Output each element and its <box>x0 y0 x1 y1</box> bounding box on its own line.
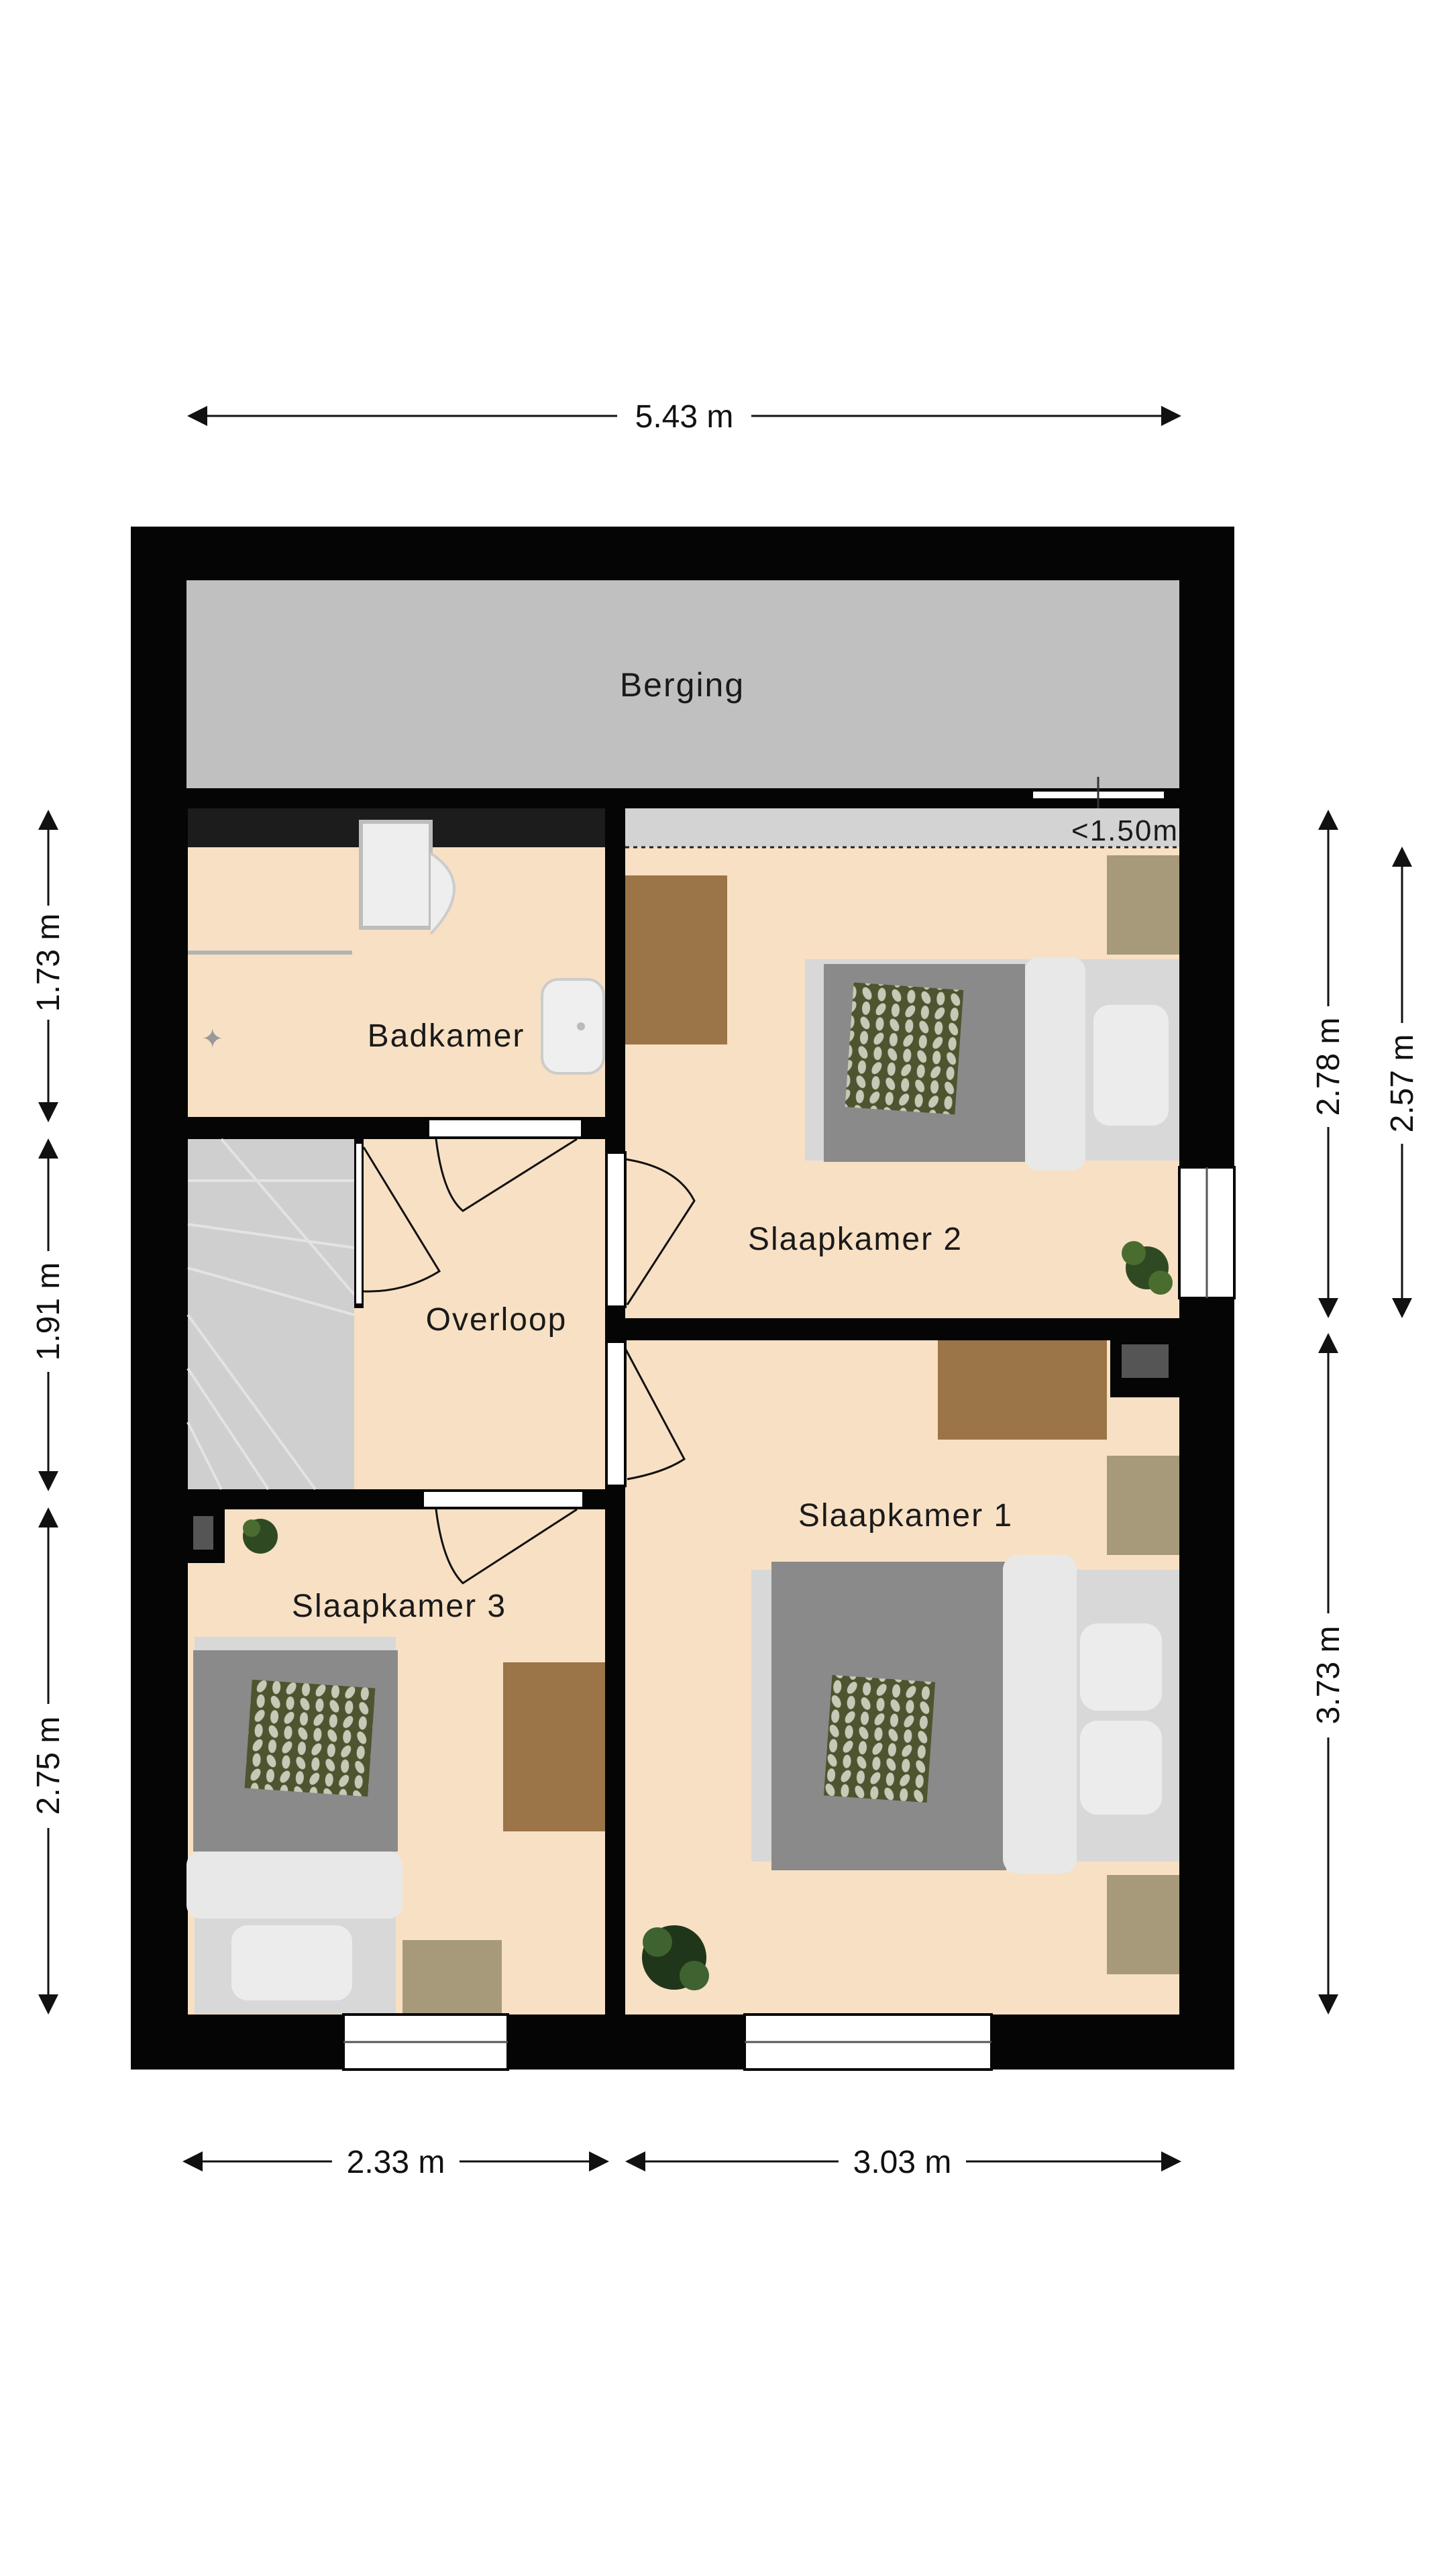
wardrobe-slaapkamer1-inner <box>1122 1344 1169 1378</box>
pillow-slaapkamer3 <box>231 1925 352 2000</box>
pillow-slaapkamer2 <box>1093 1005 1169 1126</box>
dim-right-upper: 2.78 m <box>1311 1018 1346 1116</box>
dim-left-upper: 1.73 m <box>31 914 66 1012</box>
label-slaapkamer2: Slaapkamer 2 <box>748 1222 963 1257</box>
label-badkamer: Badkamer <box>368 1018 525 1054</box>
desk-slaapkamer3 <box>503 1662 605 1831</box>
bed-fold-slaapkamer1 <box>1003 1555 1077 1874</box>
label-berging: Berging <box>620 666 745 704</box>
door-swing-badkamer <box>435 1138 578 1212</box>
door-swing-stairs <box>362 1146 441 1293</box>
bed-fold-slaapkamer3 <box>186 1851 402 1919</box>
dim-left-lower: 2.75 m <box>31 1717 66 1815</box>
toilet-icon <box>541 978 605 1075</box>
desk-slaapkamer1 <box>938 1340 1107 1440</box>
door-swing-slaapkamer1 <box>624 1348 686 1481</box>
stairs <box>188 1139 354 1489</box>
bed-pattern-slaapkamer2 <box>845 982 964 1115</box>
nightstand-slaapkamer2 <box>1107 855 1179 955</box>
pillow-slaapkamer1-bottom <box>1080 1721 1162 1815</box>
desk-slaapkamer2 <box>625 875 727 1044</box>
nightstand-slaapkamer1-top <box>1107 1456 1179 1555</box>
pillow-slaapkamer1-top <box>1080 1623 1162 1711</box>
basin-curve <box>429 852 455 935</box>
label-slaapkamer1: Slaapkamer 1 <box>798 1498 1013 1534</box>
door-slaapkamer1 <box>605 1340 627 1487</box>
door-swing-slaapkamer3 <box>435 1508 578 1585</box>
wardrobe-slaapkamer3-inner <box>193 1516 213 1550</box>
dim-right-lower: 3.73 m <box>1311 1626 1346 1725</box>
stair-steps <box>186 1138 356 1491</box>
dim-top-width: 5.43 m <box>635 399 734 435</box>
shower-head-icon: ✦ <box>201 1024 224 1054</box>
bed-pattern-slaapkamer1 <box>823 1674 936 1803</box>
bed-pattern-slaapkamer3 <box>244 1679 376 1797</box>
bed-fold-slaapkamer2 <box>1025 957 1085 1171</box>
door-slaapkamer2 <box>605 1151 627 1308</box>
nightstand-slaapkamer1-bottom <box>1107 1875 1179 1974</box>
plant-icon <box>642 1925 709 1990</box>
door-badkamer <box>427 1118 584 1139</box>
door-swing-slaapkamer2 <box>625 1158 696 1305</box>
shower-tray <box>359 820 433 930</box>
nightstand-slaapkamer3 <box>402 1940 502 2014</box>
dimension-lines <box>38 406 1412 2171</box>
label-low-ceiling: <1.50m <box>1071 814 1179 847</box>
dim-bottom-left: 2.33 m <box>347 2145 445 2180</box>
dim-bottom-right: 3.03 m <box>853 2145 952 2180</box>
low-ceiling-zone <box>625 808 1179 847</box>
berging-floor <box>186 580 1179 788</box>
label-slaapkamer3: Slaapkamer 3 <box>292 1589 506 1624</box>
plant-icon <box>243 1519 278 1554</box>
stair-rail-white <box>356 1144 362 1303</box>
plant-icon <box>1122 1241 1173 1295</box>
toilet-drain <box>577 1022 585 1030</box>
label-overloop: Overloop <box>426 1302 568 1338</box>
dim-right-upper-inner: 2.57 m <box>1385 1034 1420 1133</box>
dim-left-middle: 1.91 m <box>31 1263 66 1361</box>
door-slaapkamer3 <box>421 1489 585 1509</box>
